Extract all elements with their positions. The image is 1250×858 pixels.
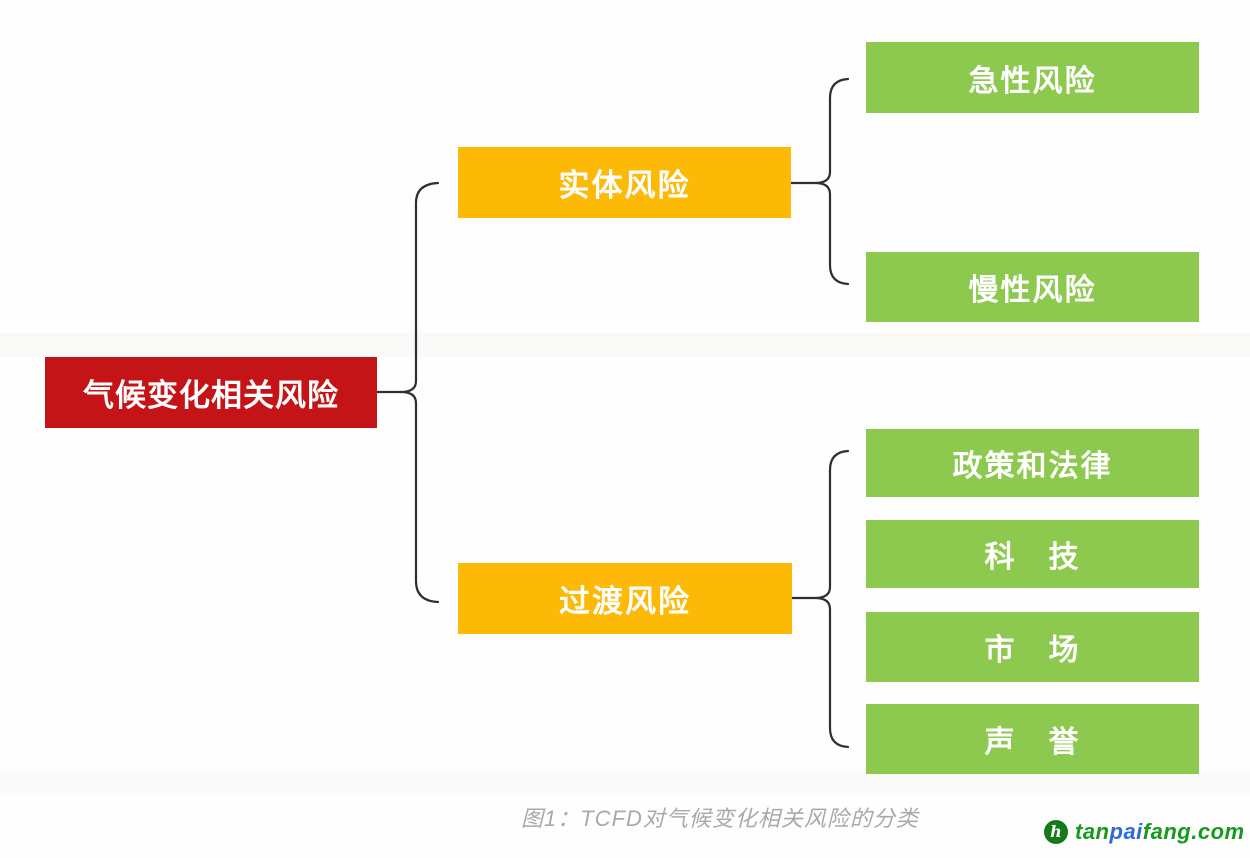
figure-caption: 图1：TCFD对气候变化相关风险的分类: [521, 806, 919, 831]
node-transition-risk: 过渡风险: [458, 563, 792, 634]
tanpaifang-leaf-icon: h: [1044, 820, 1068, 844]
logo-text-part: pai: [1109, 819, 1143, 844]
transition-brace: [813, 449, 850, 749]
node-climate-change-related-risk: 气候变化相关风险: [45, 357, 377, 428]
node-technology: 科 技: [866, 520, 1199, 588]
root-brace: [399, 181, 440, 604]
physical-brace: [813, 77, 850, 286]
node-physical-risk: 实体风险: [458, 147, 791, 218]
node-market: 市 场: [866, 612, 1199, 682]
logo-text-part: tan: [1075, 819, 1110, 844]
logo-text-part: fang.com: [1142, 819, 1245, 844]
node-acute-risk: 急性风险: [866, 42, 1199, 113]
tanpaifang-logo[interactable]: h tanpaifang.com: [1044, 819, 1245, 845]
tanpaifang-logo-text: tanpaifang.com: [1075, 819, 1245, 845]
node-policy-and-legal: 政策和法律: [866, 429, 1199, 497]
node-reputation: 声 誉: [866, 704, 1199, 774]
node-chronic-risk: 慢性风险: [866, 252, 1199, 322]
